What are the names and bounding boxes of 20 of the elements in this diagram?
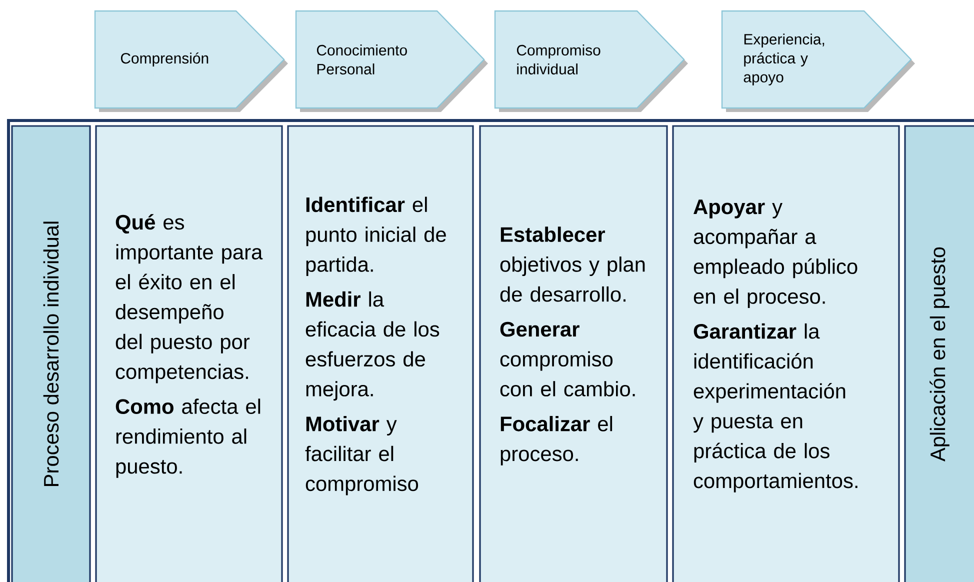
paragraph-text: Medir la eficacia de los esfuerzos de mejora. — [306, 291, 440, 401]
table-column: Aplicación en el puesto — [904, 125, 974, 582]
table-column — [479, 125, 668, 582]
paragraph-text: Generar compromiso con el cambio. — [500, 322, 635, 396]
paragraph-text: Identificar el punto inicial de partida. — [306, 196, 446, 276]
paragraph-text: Apoyar y acompañar a empleado público en el proceso. — [694, 200, 858, 308]
table-column — [287, 125, 474, 582]
table-column: Proceso desarrollo individual — [11, 125, 91, 582]
paragraph-text: Garantizar la identificación experimentación y puesta en práctica de los comportamientos. — [693, 323, 858, 492]
paragraph-text: Como afecta el rendimiento al puesto. — [116, 398, 260, 478]
table-column — [672, 125, 900, 582]
paragraph-text: Qué es importante para el éxito en el desempeño del puesto por competencias. — [116, 214, 263, 384]
table-column — [95, 125, 283, 582]
chevron-step: Experiencia, práctica y apoyo — [721, 10, 915, 112]
chevron-step: Comprensión — [94, 10, 288, 112]
chevron-step: Compromiso individual — [494, 10, 688, 112]
chevron-step: Conocimiento Personal — [295, 10, 488, 112]
paragraph-text: Establecer objetivos y plan de desarrollo. — [500, 226, 645, 302]
paragraph-text: Motivar y facilitar el compromiso — [305, 416, 418, 496]
paragraph-text: Focalizar el proceso. — [500, 416, 612, 466]
